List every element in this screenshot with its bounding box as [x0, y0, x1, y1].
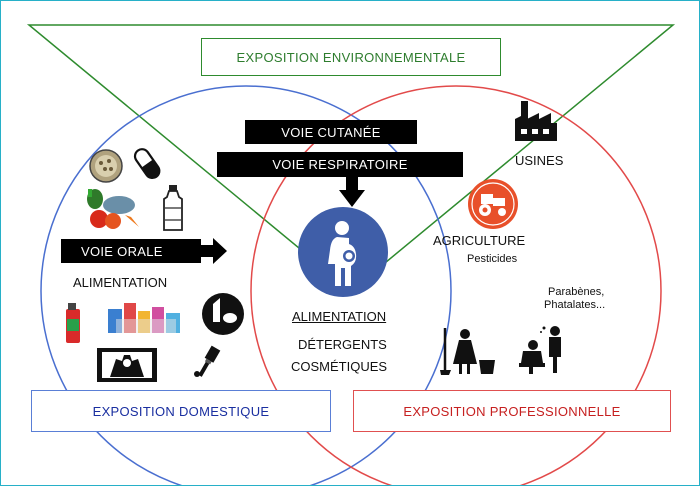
down-arrow-icon — [339, 176, 365, 207]
spray-can-icon — [66, 303, 80, 343]
bottle-icon — [163, 185, 183, 231]
hairdresser-icon — [519, 326, 561, 374]
route-respiratory-label: VOIE RESPIRATOIRE — [217, 152, 463, 177]
vegetables-icon — [87, 189, 139, 229]
domestic-exposure-box: EXPOSITION DOMESTIQUE — [31, 390, 331, 432]
route-cutaneous-label: VOIE CUTANÉE — [245, 120, 417, 144]
paint-brush-icon — [194, 345, 221, 377]
environment-triangle — [26, 24, 676, 292]
pregnant-woman-icon — [298, 207, 388, 297]
center-food-label: ALIMENTATION — [292, 309, 387, 324]
domestic-food-label: ALIMENTATION — [73, 275, 168, 290]
phthalates-label: Phatalates... — [544, 299, 606, 311]
route-oral-label: VOIE ORALE — [61, 239, 201, 263]
domestic-circle — [40, 85, 452, 485]
pesticides-label: Pesticides — [467, 253, 518, 265]
bowl-icon — [89, 149, 123, 183]
lipstick-mirror-icon — [202, 293, 244, 335]
professional-exposure-box: EXPOSITION PROFESSIONNELLE — [353, 390, 671, 432]
right-arrow-icon — [199, 238, 227, 264]
pills-icon — [133, 148, 161, 180]
environmental-exposure-box: EXPOSITION ENVIRONNEMENTALE — [201, 38, 501, 76]
factories-label: USINES — [515, 153, 564, 168]
hand-washing-icon — [97, 348, 157, 382]
professional-circle — [250, 85, 662, 485]
household-products-icon — [108, 303, 180, 333]
agriculture-label: AGRICULTURE — [433, 233, 526, 248]
tractor-icon — [468, 179, 518, 229]
factory-icon — [515, 101, 557, 141]
parabens-label: Parabènes, — [548, 286, 605, 298]
center-cosmetics-label: COSMÉTIQUES — [291, 359, 388, 374]
center-detergents-label: DÉTERGENTS — [298, 337, 387, 352]
cleaning-woman-icon — [440, 328, 495, 375]
